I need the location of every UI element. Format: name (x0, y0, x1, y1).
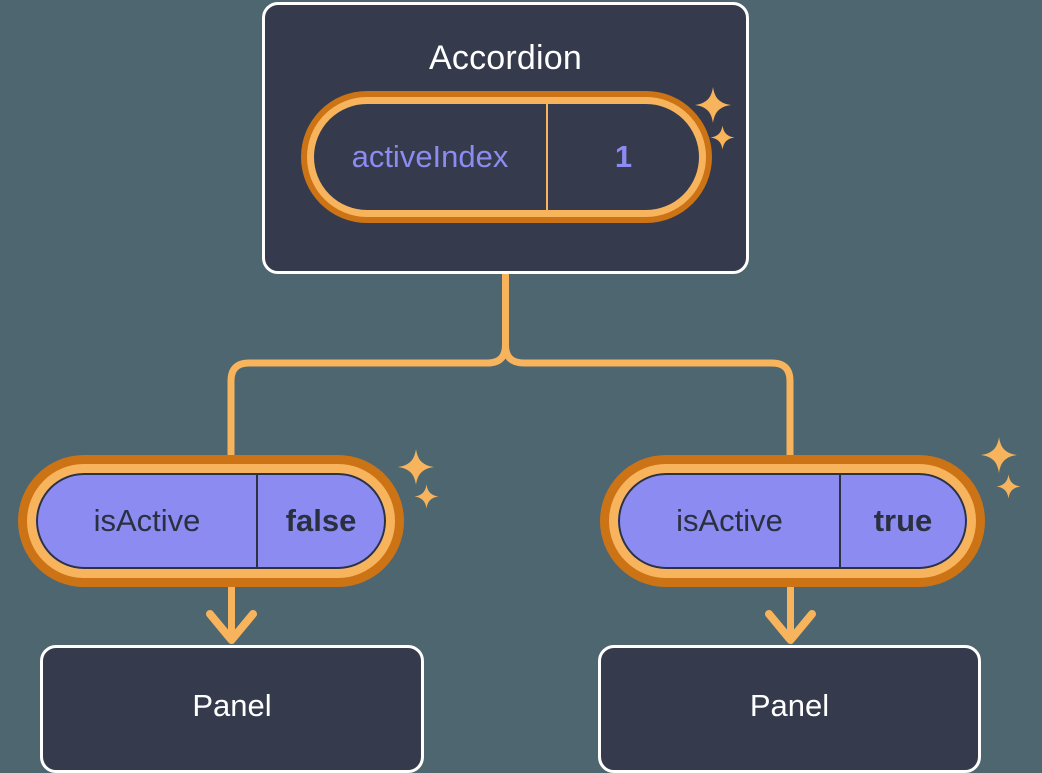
sparkle-icon-small (995, 473, 1022, 500)
tree-branch-connector (227, 270, 509, 464)
prop-pill-inner: isActive false (36, 473, 386, 569)
prop-pill-isactive-true[interactable]: isActive true (609, 464, 976, 578)
state-pill-key: activeIndex (314, 104, 548, 210)
sparkle-icon-small (413, 483, 440, 510)
prop-pill-isactive-false[interactable]: isActive false (27, 464, 395, 578)
prop-pill-value: false (285, 503, 357, 538)
prop-pill-value: true (873, 503, 933, 538)
prop-pill-key: isActive (620, 475, 841, 567)
state-pill-value: 1 (614, 139, 633, 174)
sparkle-icon (396, 447, 436, 487)
panel-title: Panel (749, 688, 830, 723)
state-pill-activeindex[interactable]: activeIndex 1 (307, 97, 706, 217)
arrow-down-icon-right-head (765, 610, 816, 644)
panel-title: Panel (192, 688, 272, 723)
tree-branch-connector-right (502, 341, 794, 464)
prop-pill-key: isActive (38, 475, 258, 567)
prop-pill-inner: isActive true (618, 473, 967, 569)
arrow-down-icon-left-head (206, 610, 257, 644)
panel-component-box-right[interactable]: Panel (598, 645, 981, 773)
sparkle-icon (979, 435, 1019, 475)
panel-component-box-left[interactable]: Panel (40, 645, 424, 773)
accordion-title: Accordion (429, 39, 582, 77)
